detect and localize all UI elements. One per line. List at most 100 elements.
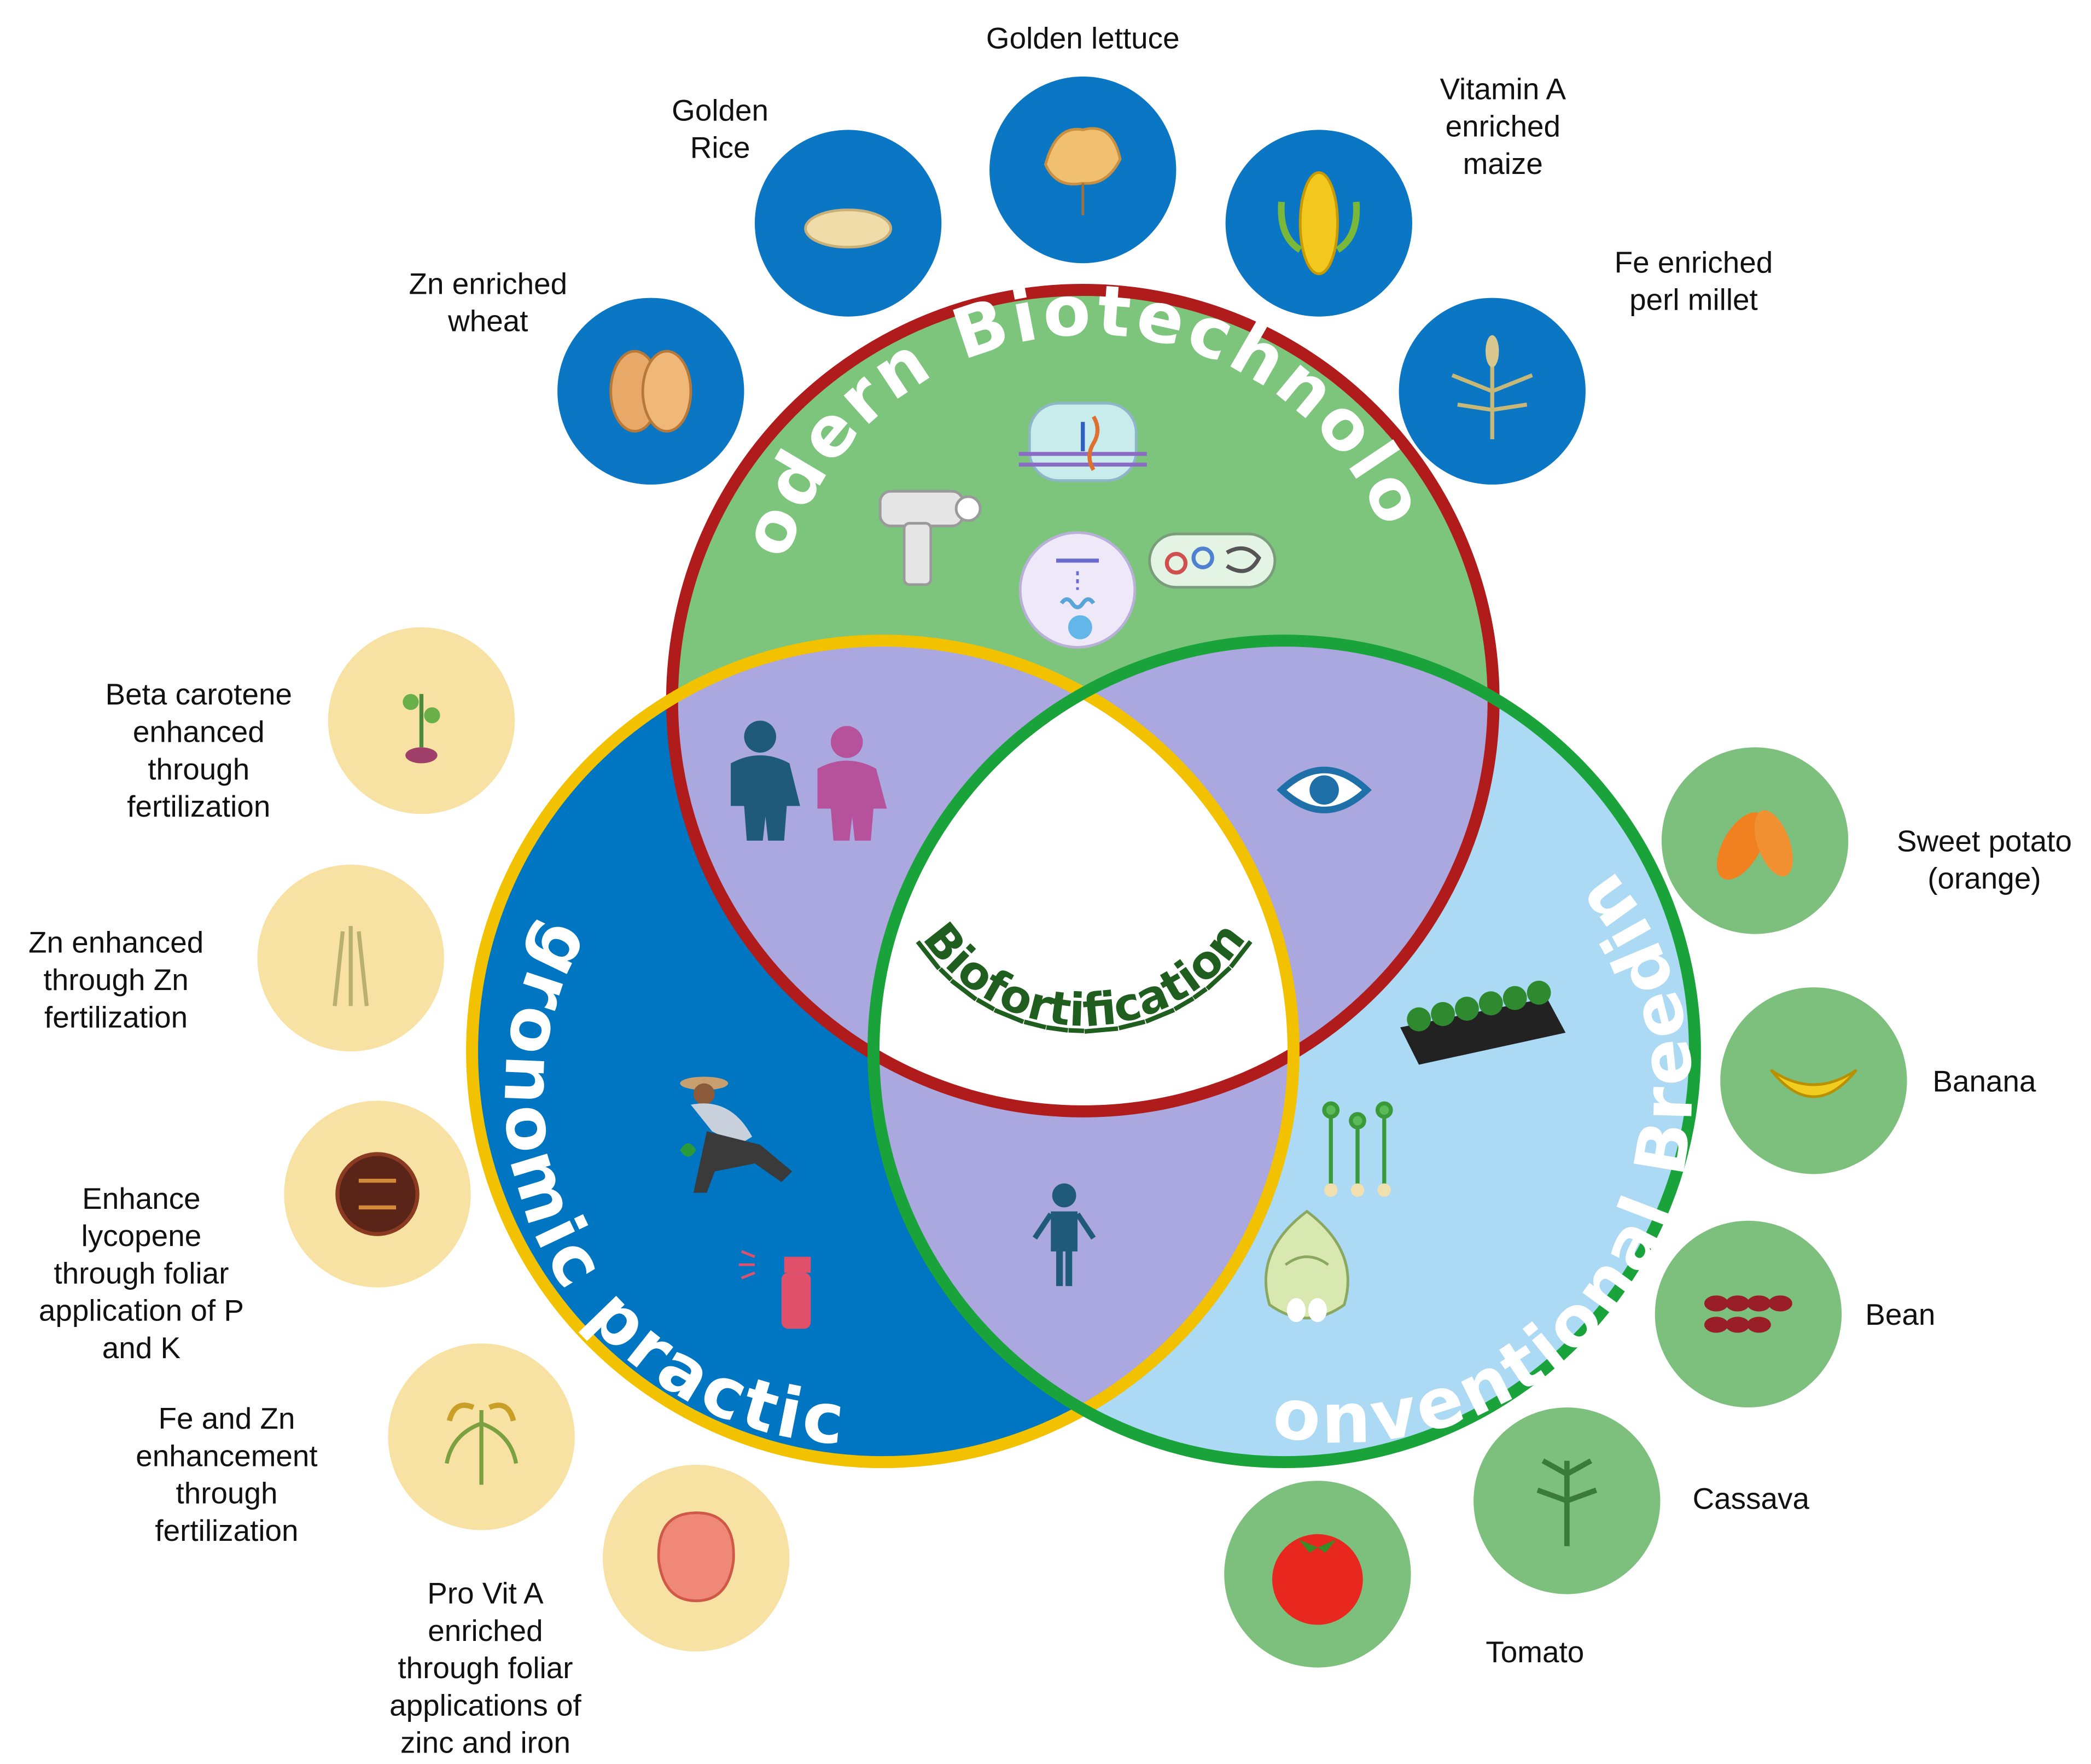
- crop-badge: Tomato: [1224, 1481, 1584, 1669]
- pea-plants-icon: [1322, 1101, 1393, 1197]
- crop-badge: Bean: [1655, 1220, 1935, 1408]
- crop-label-line: Bean: [1865, 1297, 1935, 1331]
- crop-label-line: Fe enriched: [1615, 245, 1773, 279]
- bean-icon: [1704, 1295, 1792, 1333]
- crop-label-line: fertilization: [127, 789, 270, 823]
- crop-label-line: enhanced: [133, 714, 265, 748]
- gene-gun-icon: [878, 490, 982, 586]
- crop-label-line: enhancement: [136, 1439, 317, 1472]
- crop-label-line: enriched: [428, 1614, 543, 1647]
- crop-label-line: through: [176, 1476, 277, 1510]
- crop-label-line: Enhance: [82, 1181, 201, 1215]
- crop-label-line: maize: [1463, 147, 1543, 181]
- crop-badge: Zn enriched wheat: [409, 266, 744, 485]
- crop-label-line: Beta carotene: [106, 677, 293, 711]
- crop-label: Fe enriched perl millet: [1615, 245, 1773, 316]
- crop-badge: Sweet potato(orange): [1661, 747, 2072, 934]
- lettuce-icon: [1044, 127, 1122, 216]
- seedling-tray-icon: [1400, 980, 1566, 1065]
- rice-grain-icon: [804, 208, 893, 249]
- crop-label-line: Cassava: [1693, 1481, 1810, 1515]
- crop-label-line: Zn enhanced: [28, 925, 203, 959]
- crop-label-line: applications of: [389, 1688, 581, 1722]
- crop-label-line: through foliar: [54, 1256, 229, 1290]
- banana-icon: [1769, 1069, 1857, 1098]
- grain-spikelet-icon: [1265, 1209, 1349, 1323]
- tomato-slice-icon: [335, 1152, 420, 1236]
- crop-label: Zn enriched wheat: [409, 266, 568, 337]
- agro-outline: [466, 634, 1300, 1469]
- crop-label-line: (orange): [1927, 861, 2041, 895]
- crop-label-line: Pro Vit A: [427, 1576, 544, 1610]
- spray-bottle-icon: [738, 1250, 811, 1329]
- crop-label: Cassava: [1693, 1481, 1810, 1515]
- cassava-icon: [1536, 1458, 1598, 1546]
- crop-label: Sweet potato(orange): [1897, 824, 2072, 895]
- maize-cob-icon: [1278, 171, 1360, 276]
- crop-badge: Cassava: [1473, 1407, 1809, 1594]
- crop-label-line: Golden lettuce: [986, 21, 1180, 55]
- crop-label-line: Golden: [672, 93, 768, 127]
- crop-label-line: Rice: [690, 131, 750, 165]
- crop-label-line: Fe and Zn: [158, 1401, 295, 1435]
- wheat-grain-icon: [609, 350, 692, 433]
- plasmid-bacterium-icon: [1148, 532, 1277, 589]
- crop-label-line: enriched: [1446, 109, 1560, 143]
- crop-label-line: Zn enriched: [409, 266, 568, 300]
- crop-label-line: zinc and iron: [400, 1726, 570, 1760]
- crop-badge: Golden lettuce: [986, 21, 1180, 264]
- farmer-icon: [680, 1076, 793, 1193]
- crop-label: Golden lettuce: [986, 21, 1180, 55]
- rice-plant-icon: [445, 1402, 519, 1485]
- crop-label-line: Vitamin A: [1440, 72, 1566, 106]
- crop-label-line: lycopene: [81, 1219, 202, 1253]
- tomato-icon: [1272, 1534, 1363, 1625]
- obese-people-icon: [731, 720, 887, 841]
- crop-badge: Banana: [1720, 987, 2036, 1174]
- eye-icon: [1277, 766, 1372, 813]
- venn-fills: [472, 289, 1695, 1463]
- crop-label: Tomato: [1486, 1635, 1584, 1669]
- sweet-potato-icon: [1717, 810, 1793, 880]
- breeding-outline: [867, 634, 1701, 1469]
- crop-label-line: perl millet: [1629, 283, 1758, 317]
- crop-label-line: through: [148, 752, 249, 786]
- badge-circle: [1720, 987, 1907, 1174]
- sweet-potato-plant-icon: [403, 694, 440, 764]
- badge-circle: [1655, 1220, 1842, 1408]
- maize-kernel-icon: [657, 1511, 735, 1603]
- child-icon: [1032, 1183, 1096, 1286]
- crop-label-line: Tomato: [1486, 1635, 1584, 1669]
- crispr-complex-icon: [1018, 401, 1147, 482]
- crop-label: Banana: [1932, 1064, 2036, 1098]
- transformation-process-icon: [1018, 531, 1137, 649]
- crop-label-line: through foliar: [398, 1651, 573, 1685]
- crop-label-line: fertilization: [155, 1513, 298, 1547]
- venn-outlines: [466, 283, 1701, 1469]
- crop-label-line: wheat: [447, 304, 528, 338]
- crop-badge: Fe enriched perl millet: [1399, 245, 1773, 485]
- crop-label-line: Sweet potato: [1897, 824, 2072, 858]
- crop-label-line: fertilization: [44, 1000, 188, 1034]
- wheat-plant-icon: [333, 925, 369, 1006]
- crop-label-line: application of P: [39, 1294, 244, 1328]
- pearl-millet-icon: [1451, 335, 1533, 440]
- crop-label-line: through Zn: [43, 963, 188, 997]
- crop-label-line: Banana: [1932, 1064, 2036, 1098]
